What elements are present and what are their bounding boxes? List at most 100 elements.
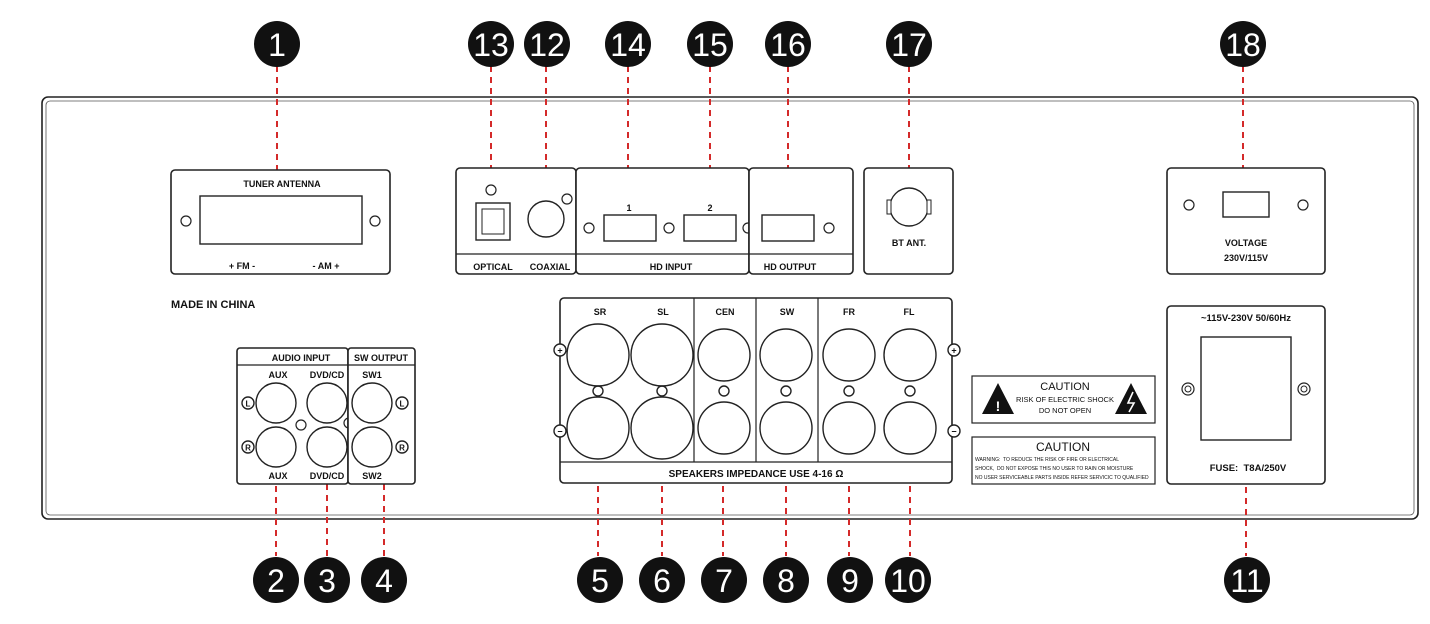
callout-2: 2 (253, 557, 299, 603)
digital-audio-panel: OPTICAL COAXIAL (455, 167, 577, 275)
made-in-label: MADE IN CHINA (171, 299, 255, 311)
power-inlet-panel: ~115V-230V 50/60Hz FUSE: T8A/250V (1166, 305, 1326, 485)
right-channel-letter: R (245, 444, 251, 453)
left-channel-marker (241, 396, 255, 410)
minus-sign: − (557, 427, 562, 437)
voltage-title: VOLTAGE (1225, 238, 1267, 248)
dvd-cd-bottom-label: DVD/CD (310, 471, 345, 481)
svg-text:2: 2 (267, 563, 285, 599)
svg-text:!: ! (996, 398, 1001, 414)
screw-hole (369, 215, 381, 227)
screw-hole (1297, 382, 1311, 396)
caution-warning-label: CAUTION WARNING: TO REDUCE THE RISK OF F… (971, 436, 1156, 485)
warning-exclamation-icon: ! (982, 383, 1014, 414)
cen-negative-post (697, 401, 751, 455)
callout-8: 8 (763, 557, 809, 603)
sr-negative-post (566, 396, 630, 460)
sw2-label: SW2 (362, 471, 382, 481)
coaxial-port (527, 200, 565, 238)
hdmi-output-port (761, 214, 815, 242)
callout-9: 9 (827, 557, 873, 603)
speaker-label-fr: FR (843, 307, 855, 317)
speaker-label-sw: SW (780, 307, 795, 317)
speaker-terminals-panel: SR SL CEN SW FR FL + − (553, 297, 961, 484)
screw-hole (1183, 199, 1195, 211)
right-channel-marker (395, 440, 409, 454)
caution-2-line-2: SHOCK, DO NOT EXPOSE THIS NO USER TO RAI… (975, 466, 1134, 472)
sw-negative-post (759, 401, 813, 455)
hdmi-input-2-port (683, 214, 737, 242)
coaxial-label: COAXIAL (530, 262, 571, 272)
sw1-jack (351, 382, 393, 424)
caution-shock-label: ! CAUTION RISK OF ELECTRIC SHOCK DO NOT … (971, 375, 1156, 424)
minus-sign: − (951, 427, 956, 437)
speaker-binding-posts (566, 323, 937, 460)
sl-negative-post (630, 396, 694, 460)
fr-negative-post (822, 401, 876, 455)
dvd-cd-left-jack (306, 382, 348, 424)
chassis-inner-outline (45, 100, 1415, 516)
dvd-cd-right-jack (306, 426, 348, 468)
svg-text:14: 14 (610, 27, 646, 63)
callout-18: 18 (1220, 21, 1266, 67)
plus-sign: + (951, 346, 956, 356)
screw-hole (295, 419, 307, 431)
sw1-label: SW1 (362, 370, 382, 380)
sw-output-panel: SW OUTPUT SW1 L R SW2 (347, 347, 416, 485)
callout-6: 6 (639, 557, 685, 603)
screw-hole (823, 222, 835, 234)
svg-text:6: 6 (653, 563, 671, 599)
svg-text:7: 7 (715, 563, 733, 599)
hd-input-panel: 1 2 HD INPUT (575, 167, 754, 275)
screw-hole (663, 222, 675, 234)
speaker-impedance-label: SPEAKERS IMPEDANCE USE 4-16 Ω (669, 469, 844, 480)
minus-marker (947, 424, 961, 438)
screw-hole (561, 193, 573, 205)
tuner-antenna-panel: TUNER ANTENNA + FM - - AM + (170, 169, 391, 275)
fuse-rating-label: FUSE: T8A/250V (1210, 463, 1287, 474)
aux-bottom-label: AUX (268, 471, 287, 481)
fl-positive-post (883, 328, 937, 382)
tuner-antenna-terminal (199, 195, 363, 245)
left-channel-letter: L (400, 400, 405, 409)
minus-marker (553, 424, 567, 438)
hd-input-1-label: 1 (626, 203, 631, 213)
svg-text:10: 10 (890, 563, 926, 599)
speaker-label-sl: SL (657, 307, 669, 317)
right-channel-marker (241, 440, 255, 454)
caution-2-line-3: NO USER SERVICEABLE PARTS INSIDE REFER S… (975, 475, 1149, 481)
callout-11: 11 (1224, 557, 1270, 603)
chassis-outline (41, 96, 1419, 520)
voltage-value: 230V/115V (1224, 253, 1268, 263)
bt-antenna-label: BT ANT. (892, 238, 926, 248)
electric-shock-icon (1115, 383, 1147, 414)
callout-10: 10 (885, 557, 931, 603)
speaker-label-sr: SR (594, 307, 607, 317)
hd-output-label: HD OUTPUT (764, 262, 817, 272)
svg-text:17: 17 (891, 27, 927, 63)
svg-text:13: 13 (473, 27, 509, 63)
speaker-label-fl: FL (904, 307, 915, 317)
plus-marker (553, 343, 567, 357)
plus-sign: + (557, 346, 562, 356)
svg-text:3: 3 (318, 563, 336, 599)
optical-port (475, 202, 511, 241)
svg-text:11: 11 (1230, 563, 1263, 599)
audio-input-title: AUDIO INPUT (272, 353, 331, 363)
ac-power-socket (1200, 336, 1292, 441)
screw-hole (485, 184, 497, 196)
svg-text:12: 12 (529, 27, 565, 63)
left-channel-letter: L (246, 400, 251, 409)
screw-hole (1297, 199, 1309, 211)
caution-1-title: CAUTION (1040, 381, 1090, 393)
voltage-selector-switch (1222, 191, 1270, 218)
hd-input-label: HD INPUT (650, 262, 693, 272)
sw-output-title: SW OUTPUT (354, 353, 408, 363)
dvd-cd-top-label: DVD/CD (310, 370, 345, 380)
plus-marker (947, 343, 961, 357)
svg-text:16: 16 (770, 27, 806, 63)
fm-label: + FM - (229, 261, 255, 271)
voltage-panel: VOLTAGE 230V/115V (1166, 167, 1326, 275)
right-channel-letter: R (399, 444, 405, 453)
